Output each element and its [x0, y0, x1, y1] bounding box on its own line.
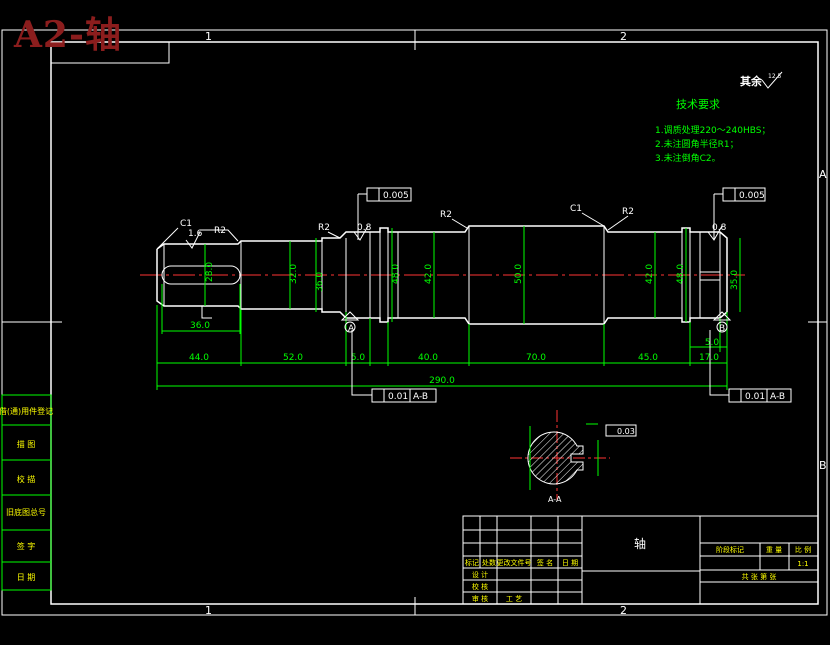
left-block-cell-5: 签 字: [17, 541, 36, 551]
rough-left: 1.6: [188, 229, 203, 239]
keyway-left: [161, 265, 241, 285]
dim-d8: 48.0: [676, 264, 686, 284]
col-header-5: 签 名: [537, 558, 553, 567]
tol-runout-left: 0.005: [383, 191, 409, 201]
dim-d2: 32.0: [289, 264, 299, 284]
weight-header: 重 量: [766, 546, 782, 554]
section-tol: 0.03: [617, 427, 635, 436]
col-header-4: 更改文件号: [497, 558, 532, 567]
tol-bottom-right-ref: A-B: [770, 392, 785, 402]
tol-bottom-right-val: 0.01: [745, 392, 765, 402]
top-left-box: [50, 41, 170, 64]
roughness-value: 12.5: [768, 73, 782, 80]
left-block-cell-2: 描 图: [17, 439, 36, 449]
dim-d1: 28.0: [205, 262, 215, 282]
scale-header: 比 例: [795, 545, 811, 554]
row-process: 工 艺: [506, 595, 522, 603]
scale-value: 1:1: [797, 560, 808, 568]
dim-total: 290.0: [429, 376, 455, 386]
leader-lines: [157, 212, 732, 333]
dim-l2: 52.0: [283, 353, 303, 363]
left-block-cell-6: 日 期: [17, 573, 36, 582]
length-dims: [156, 284, 728, 390]
dim-l6: 45.0: [638, 353, 658, 363]
outer-frame: [1, 29, 828, 616]
row-review: 审 核: [472, 594, 488, 603]
dim-d4: 48.0: [391, 264, 401, 284]
dim-l7: 17.0: [699, 353, 719, 363]
stage-header: 阶段标记: [716, 545, 744, 554]
dim-l8: 5.0: [705, 338, 720, 348]
rough-right: 0.8: [712, 223, 727, 233]
chamfer-c1-left: C1: [180, 219, 192, 229]
sheet-header: 共 张 第 张: [742, 572, 777, 581]
technical-requirements: 技术要求 1.调质处理220～240HBS； 2.未注圆角半径R1； 3.未注倒…: [655, 98, 770, 164]
radius-r2-right-a: R2: [440, 210, 452, 220]
dim-l4: 40.0: [418, 353, 438, 363]
inner-frame: [50, 41, 819, 605]
left-block-cell-3: 校 描: [17, 474, 36, 484]
dim-d5: 42.0: [424, 264, 434, 284]
title-block: [462, 515, 819, 605]
zone-ticks: [2, 30, 827, 615]
row-design: 设 计: [472, 570, 488, 579]
dim-keyway: 36.0: [190, 321, 210, 331]
tech-req-line-2: 2.未注圆角半径R1；: [655, 138, 739, 150]
zone-right-b: B: [819, 459, 827, 472]
tol-runout-right: 0.005: [739, 191, 765, 201]
tech-req-line-1: 1.调质处理220～240HBS；: [655, 124, 770, 136]
tech-req-line-3: 3.未注倒角C2。: [655, 152, 721, 164]
datum-a: A: [348, 324, 355, 334]
tolerance-frames: [351, 187, 792, 403]
dim-d3: 36.0: [315, 272, 325, 292]
roughness-note: 其余 12.5: [740, 71, 783, 89]
tol-bottom-left-val: 0.01: [388, 392, 408, 402]
roughness-label: 其余: [740, 74, 763, 88]
radius-r2-left: R2: [214, 226, 226, 236]
rough-mid: 0.8: [357, 223, 372, 233]
dim-l3: 5.0: [351, 353, 366, 363]
radius-r2-mid: R2: [318, 223, 330, 233]
dim-d6: 50.0: [514, 264, 524, 284]
drawing-name: 轴: [634, 536, 646, 551]
datum-b: B: [719, 324, 725, 334]
col-header-6: 日 期: [562, 559, 578, 567]
tol-bottom-left-ref: A-B: [413, 392, 428, 402]
row-check: 校 核: [472, 582, 488, 591]
section-view: 0.03 A-A: [510, 410, 637, 504]
zone-bottom-1: 1: [205, 604, 212, 617]
watermark-title: A2-轴: [14, 14, 122, 56]
zone-top-1: 1: [205, 30, 212, 43]
col-header-2: 处数: [482, 558, 496, 567]
dim-d7: 42.0: [645, 264, 655, 284]
zone-top-2: 2: [620, 30, 627, 43]
section-label: A-A: [548, 495, 562, 504]
tech-req-title: 技术要求: [676, 98, 720, 111]
dim-l1: 44.0: [189, 353, 209, 363]
zone-bottom-2: 2: [620, 604, 627, 617]
left-registration-block: 借(通)用件登记 描 图 校 描 旧底图总号 签 字 日 期: [0, 394, 53, 591]
col-header-1: 标记: [465, 558, 479, 567]
left-block-cell-1: 借(通)用件登记: [0, 406, 53, 416]
zone-right-a: A: [819, 168, 827, 181]
dim-l5: 70.0: [526, 353, 546, 363]
dim-d9: 35.0: [730, 270, 740, 290]
radius-r2-right-b: R2: [622, 207, 634, 217]
left-block-cell-4: 旧底图总号: [6, 507, 46, 517]
diameter-dims: [204, 226, 741, 324]
chamfer-c1-top: C1: [570, 204, 582, 214]
